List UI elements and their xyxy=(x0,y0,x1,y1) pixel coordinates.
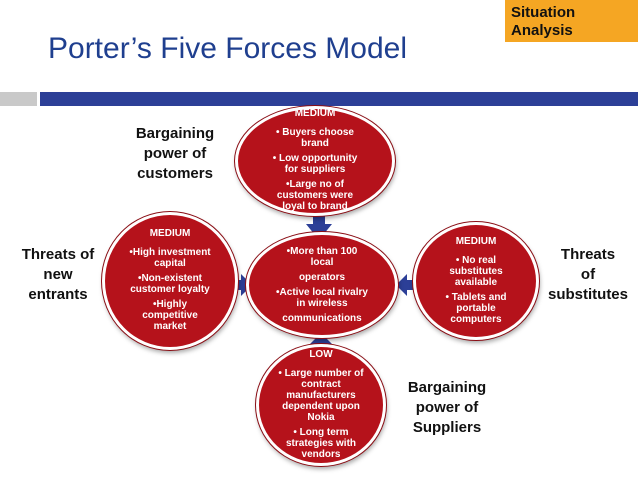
point-customers-3: •Large no of customers were loyal to bra… xyxy=(276,179,354,212)
point-rivalry-3: •Active local rivalry in wireless xyxy=(276,287,368,309)
point-rivalry-2: operators xyxy=(298,272,346,283)
level-entrants: MEDIUM xyxy=(149,228,191,239)
point-customers-1: • Buyers choose brand xyxy=(276,127,354,149)
label-entrants: Threats of new entrants xyxy=(21,246,95,303)
point-entrants-3: •Highly competitive market xyxy=(142,299,198,332)
header-bar-grey xyxy=(0,92,37,106)
level-customers: MEDIUM xyxy=(294,108,336,119)
arrow-left-icon xyxy=(396,274,416,296)
situation-analysis-tag: Situation Analysis xyxy=(505,0,638,42)
oval-entrants: MEDIUM •High investment capital •Non-exi… xyxy=(102,212,238,350)
point-rivalry-4: communications xyxy=(282,313,362,324)
tag-line-2: Analysis xyxy=(511,22,573,39)
point-entrants-1: •High investment capital xyxy=(129,247,211,269)
label-substitutes: Threats of substitutes xyxy=(547,246,628,303)
point-suppliers-1: • Large number of contract manufacturers… xyxy=(278,367,364,423)
point-customers-2: • Low opportunity for suppliers xyxy=(272,153,358,175)
oval-suppliers: LOW • Large number of contract manufactu… xyxy=(256,344,386,466)
point-substitutes-2: • Tablets and portable computers xyxy=(445,291,507,325)
oval-customers: MEDIUM • Buyers choose brand • Low oppor… xyxy=(235,106,395,216)
label-suppliers: Bargaining power of Suppliers xyxy=(407,379,487,436)
tag-line-1: Situation xyxy=(511,4,576,21)
arrow-right-icon xyxy=(232,274,252,296)
point-rivalry-1: •More than 100 local xyxy=(286,246,358,268)
level-suppliers: LOW xyxy=(309,348,333,360)
point-substitutes-1: • No real substitutes available xyxy=(449,254,503,288)
page-title: Porter’s Five Forces Model xyxy=(48,32,408,65)
level-substitutes: MEDIUM xyxy=(455,235,497,247)
oval-substitutes: MEDIUM • No real substitutes available •… xyxy=(413,222,539,340)
label-customers: Bargaining power of customers xyxy=(135,125,215,182)
arrow-down-icon xyxy=(306,214,332,240)
point-entrants-2: •Non-existent customer loyalty xyxy=(130,273,210,295)
point-suppliers-2: • Long term strategies with vendors xyxy=(285,426,357,460)
header-bar-blue xyxy=(40,92,638,106)
oval-rivalry: •More than 100 local operators •Active l… xyxy=(246,232,398,338)
